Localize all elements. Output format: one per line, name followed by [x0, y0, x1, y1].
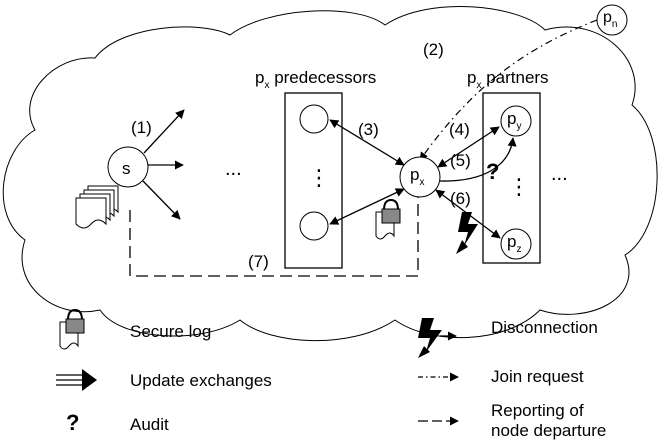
node-px: [399, 156, 441, 198]
legend-secure-log-icon: [59, 309, 85, 350]
partners-vdots: ⋮: [508, 174, 530, 199]
update-arrow-top: [329, 119, 405, 166]
step-4-label: (4): [449, 120, 470, 139]
legend-reporting-line1: Reporting of: [491, 401, 584, 420]
node-pz: [500, 228, 532, 260]
node-py-label: py: [507, 109, 521, 132]
legend-reporting-line2: node departure: [491, 421, 606, 440]
step-5-label: (5): [450, 151, 471, 170]
legend-join-request: Join request: [491, 367, 584, 386]
node-py: [500, 105, 532, 137]
update-arrow-bottom: [329, 188, 405, 225]
legend-secure-log: Secure log: [130, 322, 211, 341]
lightning-icon: [456, 212, 478, 254]
legend-audit-icon: ?: [66, 410, 79, 435]
left-ellipsis: ...: [225, 158, 242, 180]
right-ellipsis: ...: [551, 163, 568, 185]
node-s-label: s: [122, 159, 131, 178]
legend-update-exchanges-icon: [56, 369, 97, 391]
document-stack-icon: [75, 185, 119, 229]
predecessors-vdots: ⋮: [308, 165, 330, 190]
partners-title: px partners: [467, 68, 549, 91]
node-pz-label: pz: [507, 232, 521, 255]
s-arrow-up: [143, 109, 185, 154]
audit-question-mark: ?: [486, 159, 499, 184]
legend-disconnection-icon: [418, 318, 457, 358]
legend-update-exchanges: Update exchanges: [130, 371, 272, 390]
node-pn: [596, 4, 628, 36]
node-px-label: px: [410, 165, 424, 188]
node-departure-report-path: [129, 195, 419, 277]
legend-disconnection: Disconnection: [491, 318, 598, 337]
step-2-label: (2): [423, 40, 444, 59]
step-6-label: (6): [450, 189, 471, 208]
step-3-label: (3): [358, 120, 379, 139]
legend-audit: Audit: [130, 415, 169, 434]
step-7-label: (7): [248, 252, 269, 271]
step-1-label: (1): [131, 118, 152, 137]
predecessors-title: px predecessors: [255, 68, 376, 91]
s-arrow-down: [142, 180, 181, 220]
predecessor-node-top: [299, 104, 329, 134]
partner-exchange-arrow: [437, 126, 500, 168]
node-s: [107, 146, 149, 188]
audit-arrow: [439, 137, 517, 182]
predecessor-node-bottom: [299, 211, 329, 241]
node-pn-label: pn: [603, 9, 617, 30]
